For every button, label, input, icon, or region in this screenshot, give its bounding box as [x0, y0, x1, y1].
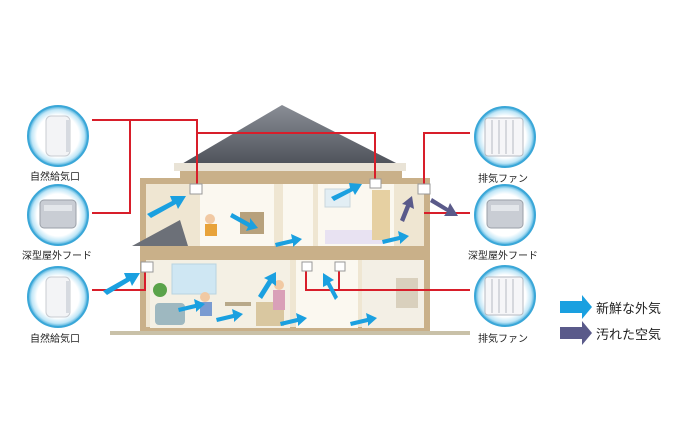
cabinet — [396, 278, 418, 308]
right-unit-2-label: 深型屋外フード — [468, 247, 538, 262]
right-unit-2 — [475, 185, 535, 245]
legend-fresh-air: 新鮮な外気 — [560, 298, 661, 317]
legend-stale-air: 汚れた空気 — [560, 324, 661, 343]
right-unit-3-label: 排気ファン — [478, 330, 528, 345]
left-unit-2 — [28, 185, 88, 245]
left-unit-3-label: 自然給気口 — [30, 330, 80, 345]
legend-stale-air-label: 汚れた空気 — [596, 324, 661, 343]
right-unit-1-label: 排気ファン — [478, 170, 528, 185]
person — [273, 290, 285, 310]
ground-line — [110, 331, 470, 335]
sofa — [155, 303, 185, 325]
fascia — [180, 171, 402, 178]
left-unit-1 — [28, 106, 88, 166]
window — [172, 264, 216, 294]
upper-room-mid — [283, 184, 313, 246]
eave — [174, 163, 406, 171]
deep-outdoor-hood-icon — [40, 200, 76, 228]
floor-slab — [140, 246, 430, 260]
legend-fresh-air-label: 新鮮な外気 — [596, 298, 661, 317]
left-unit-3 — [28, 267, 88, 327]
right-unit-1 — [475, 107, 535, 167]
table — [225, 302, 251, 306]
deep-outdoor-hood-icon — [487, 200, 523, 228]
exhaust-fan-icon — [485, 118, 523, 156]
person — [205, 214, 215, 224]
person — [200, 292, 210, 302]
right-unit-3 — [475, 266, 535, 326]
main-roof — [180, 105, 400, 165]
left-unit-2-label: 深型屋外フード — [22, 247, 92, 262]
person — [205, 224, 217, 236]
plant — [153, 283, 167, 297]
door — [372, 190, 390, 240]
left-unit-1-label: 自然給気口 — [30, 168, 80, 183]
exhaust-fan-icon — [485, 277, 523, 315]
